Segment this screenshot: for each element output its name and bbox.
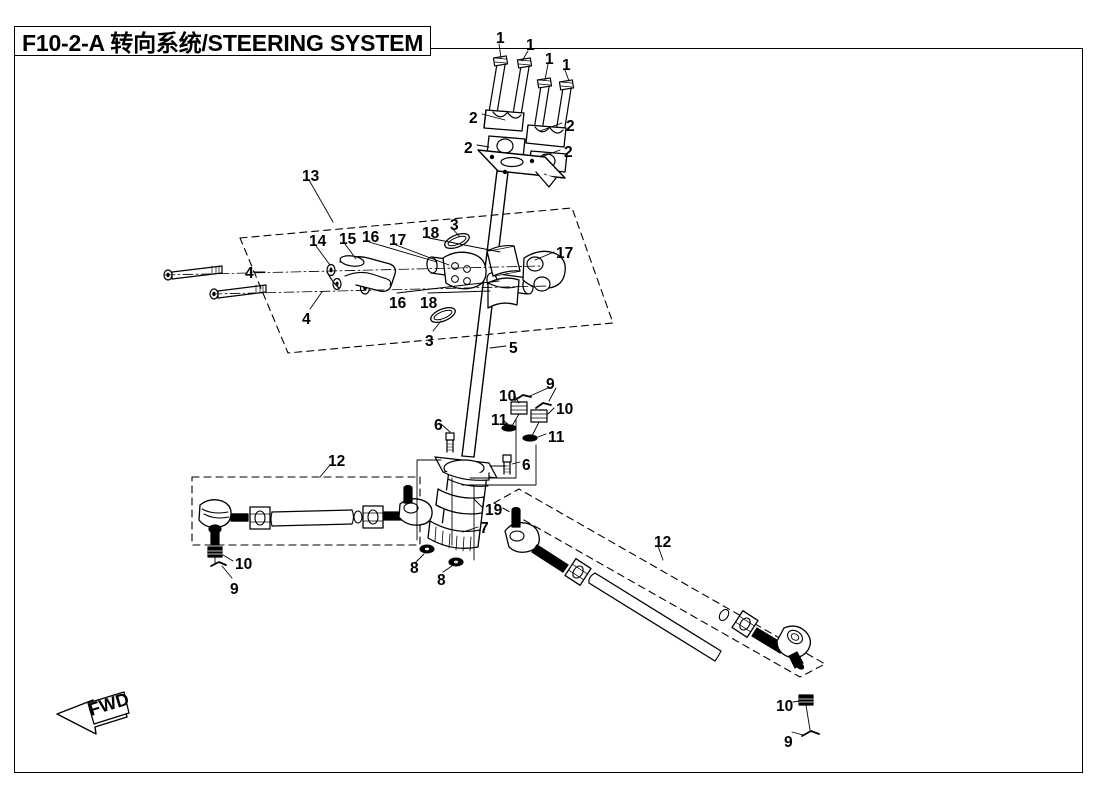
- steering-bushing-19: [435, 488, 485, 515]
- part-callout-2: 2: [566, 118, 575, 135]
- left-tie-rod-fasteners: [207, 546, 227, 567]
- part-callout-10: 10: [499, 388, 517, 405]
- part-callout-8: 8: [410, 560, 419, 577]
- drawing-frame: [14, 48, 1083, 773]
- clamp-bolt-group: [488, 55, 575, 134]
- part-callout-10: 10: [556, 401, 574, 418]
- part-callout-12: 12: [328, 453, 346, 470]
- part-callout-17: 17: [556, 245, 574, 262]
- steering-stem-top-plate: [477, 149, 566, 188]
- part-callout-3: 3: [425, 333, 434, 350]
- leader-lines: [221, 43, 804, 736]
- part-callout-2: 2: [464, 140, 473, 157]
- part-callout-6: 6: [522, 457, 531, 474]
- bolt-6-right: [502, 454, 512, 475]
- part-callout-2: 2: [564, 144, 573, 161]
- part-callout-13: 13: [302, 168, 320, 185]
- fastener-cluster: [501, 394, 552, 442]
- holder-connector-lines: [416, 419, 537, 561]
- bolt-6-left: [445, 432, 455, 453]
- part-callout-1: 1: [526, 37, 535, 54]
- part-callout-12: 12: [654, 534, 672, 551]
- o-ring-lower: [430, 306, 456, 324]
- part-callout-14: 14: [309, 233, 327, 250]
- part-callout-9: 9: [230, 581, 239, 598]
- right-tie-rod-assembly: [504, 506, 812, 670]
- fwd-arrow-marker: [56, 691, 130, 735]
- o-ring-upper: [444, 232, 470, 250]
- knuckle-subassembly: [163, 232, 566, 324]
- right-tie-rod-fasteners: [798, 694, 820, 737]
- left-tie-rod-box: [191, 476, 421, 546]
- part-callout-8: 8: [437, 572, 446, 589]
- part-callout-16: 16: [389, 295, 407, 312]
- right-tie-rod-box: [493, 488, 826, 678]
- part-callout-4: 4: [245, 265, 254, 282]
- part-callout-18: 18: [422, 225, 440, 242]
- part-callout-19: 19: [485, 502, 503, 519]
- part-callout-1: 1: [496, 30, 505, 47]
- part-callout-4: 4: [302, 311, 311, 328]
- part-callout-10: 10: [776, 698, 794, 715]
- part-callout-2: 2: [469, 110, 478, 127]
- washer-8-right: [448, 557, 464, 567]
- steering-shaft: [461, 170, 509, 458]
- part-callout-9: 9: [784, 734, 793, 751]
- part-callout-7: 7: [480, 520, 489, 537]
- part-callout-1: 1: [562, 57, 571, 74]
- part-callout-15: 15: [339, 231, 357, 248]
- part-callout-3: 3: [450, 217, 459, 234]
- part-callout-9: 9: [546, 376, 555, 393]
- knuckle-assembly-box: [239, 207, 614, 354]
- part-callout-18: 18: [420, 295, 438, 312]
- steering-bearing-7: [427, 520, 481, 552]
- title-box: F10-2-A 转向系统/STEERING SYSTEM: [14, 26, 432, 56]
- part-callout-1: 1: [545, 51, 554, 68]
- washer-8-left: [419, 544, 435, 554]
- part-callout-10: 10: [235, 556, 253, 573]
- part-callout-11: 11: [548, 429, 565, 446]
- bearing-holder-plate: [434, 456, 498, 487]
- page-title: F10-2-A 转向系统/STEERING SYSTEM: [22, 30, 424, 56]
- part-callout-16: 16: [362, 229, 380, 246]
- part-callout-17: 17: [389, 232, 407, 249]
- part-callout-11: 11: [491, 412, 508, 429]
- left-tie-rod-assembly: [198, 484, 433, 546]
- part-callout-5: 5: [509, 340, 518, 357]
- part-callout-6: 6: [434, 417, 443, 434]
